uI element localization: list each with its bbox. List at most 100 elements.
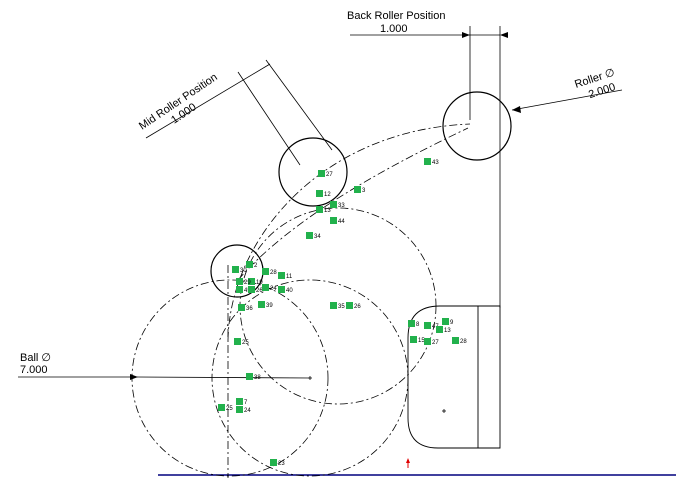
relation-marker-icon[interactable] <box>270 459 277 466</box>
relation-marker-label: 36 <box>246 306 253 312</box>
relation-marker-label: 34 <box>314 234 321 240</box>
relation-marker-label: 27 <box>432 340 439 346</box>
relation-marker-label: 2 <box>254 263 258 269</box>
relation-marker-icon[interactable] <box>246 373 253 380</box>
relation-marker-icon[interactable] <box>236 278 243 285</box>
relation-marker[interactable]: 7 <box>236 398 248 406</box>
relation-marker[interactable]: 38 <box>246 373 261 381</box>
relation-marker-label: 26 <box>354 304 361 310</box>
relation-marker[interactable]: 13 <box>316 206 331 214</box>
relation-marker-icon[interactable] <box>236 398 243 405</box>
relation-marker-label: 15 <box>418 338 425 344</box>
relation-marker-label: 12 <box>324 192 331 198</box>
relation-marker-icon[interactable] <box>316 190 323 197</box>
relation-marker[interactable]: 25 <box>234 338 249 346</box>
relation-marker-label: 13 <box>444 328 451 334</box>
roller-path-arc-inner[interactable] <box>237 127 469 281</box>
relation-marker[interactable]: 2 <box>246 261 258 269</box>
relation-marker[interactable]: 8 <box>408 320 420 328</box>
back-roller[interactable] <box>442 91 512 161</box>
relation-marker-icon[interactable] <box>436 326 443 333</box>
relation-marker[interactable]: 26 <box>248 286 263 294</box>
relation-marker[interactable]: 26 <box>346 302 361 310</box>
relation-marker-icon[interactable] <box>330 201 337 208</box>
relation-marker-icon[interactable] <box>248 278 255 285</box>
relation-marker[interactable]: 39 <box>258 301 273 309</box>
relation-marker-icon[interactable] <box>318 170 325 177</box>
relation-marker[interactable]: 35 <box>330 302 345 310</box>
relation-marker-icon[interactable] <box>236 406 243 413</box>
relation-marker-icon[interactable] <box>424 158 431 165</box>
relation-marker[interactable]: 11 <box>278 272 293 280</box>
relation-marker[interactable]: 25 <box>218 404 233 412</box>
relation-marker[interactable]: 24 <box>262 284 277 292</box>
relation-marker-icon[interactable] <box>424 338 431 345</box>
relation-marker-icon[interactable] <box>258 301 265 308</box>
relation-marker[interactable]: 29 <box>236 278 251 286</box>
back-roller-dim-label[interactable]: Back Roller Position <box>347 10 445 22</box>
relation-marker[interactable]: 30 <box>232 266 247 274</box>
relation-marker-label: 45 <box>244 288 251 294</box>
relation-marker[interactable]: 23 <box>270 459 285 467</box>
relation-marker-label: 27 <box>326 172 333 178</box>
relation-marker-label: 30 <box>240 268 247 274</box>
relation-marker-icon[interactable] <box>232 266 239 273</box>
relation-marker[interactable]: 43 <box>424 158 439 166</box>
relation-marker[interactable]: 19 <box>248 278 263 286</box>
bracket-outline[interactable] <box>407 305 501 449</box>
relation-marker[interactable]: 27 <box>318 170 333 178</box>
relation-marker-icon[interactable] <box>346 302 353 309</box>
roller-path-arc[interactable] <box>227 123 471 341</box>
relation-marker[interactable]: 27 <box>424 338 439 346</box>
relation-marker-label: 33 <box>338 203 345 209</box>
relation-marker-label: 47 <box>432 324 439 330</box>
relation-marker-icon[interactable] <box>278 286 285 293</box>
back-roller-dim-value[interactable]: 1.000 <box>380 23 408 35</box>
red-marker-icon <box>406 458 410 468</box>
relation-marker-icon[interactable] <box>246 261 253 268</box>
relation-marker-icon[interactable] <box>278 272 285 279</box>
ball-dia-dim-value[interactable]: 7.000 <box>20 364 48 376</box>
relation-marker-icon[interactable] <box>354 186 361 193</box>
relation-marker-icon[interactable] <box>236 286 243 293</box>
relation-marker-icon[interactable] <box>262 268 269 275</box>
relation-marker[interactable]: 34 <box>306 232 321 240</box>
relation-marker[interactable]: 15 <box>410 336 425 344</box>
relation-marker-icon[interactable] <box>218 404 225 411</box>
relation-marker-icon[interactable] <box>234 338 241 345</box>
relation-marker[interactable]: 33 <box>330 201 345 209</box>
ball-dia-dim-label[interactable]: Ball ∅ <box>20 352 51 364</box>
relation-marker-icon[interactable] <box>410 336 417 343</box>
relation-marker[interactable]: 36 <box>238 304 253 312</box>
relation-marker[interactable]: 44 <box>330 217 345 225</box>
relation-marker-icon[interactable] <box>330 302 337 309</box>
relation-marker[interactable]: 12 <box>316 190 331 198</box>
relation-marker-icon[interactable] <box>408 320 415 327</box>
relation-marker-icon[interactable] <box>452 337 459 344</box>
relation-marker-icon[interactable] <box>262 284 269 291</box>
relation-marker-icon[interactable] <box>306 232 313 239</box>
relation-marker-label: 7 <box>244 400 248 406</box>
relation-marker-icon[interactable] <box>424 322 431 329</box>
relation-marker[interactable]: 9 <box>442 318 454 326</box>
relation-marker-label: 39 <box>266 303 273 309</box>
relation-marker-label: 19 <box>256 280 263 286</box>
relation-marker-icon[interactable] <box>238 304 245 311</box>
relation-marker-label: 9 <box>450 320 454 326</box>
mid-roller[interactable] <box>278 137 348 207</box>
relation-marker[interactable]: 13 <box>436 326 451 334</box>
relation-marker-icon[interactable] <box>316 206 323 213</box>
relation-marker-icon[interactable] <box>330 217 337 224</box>
relation-marker-icon[interactable] <box>442 318 449 325</box>
relation-marker[interactable]: 45 <box>236 286 251 294</box>
relation-marker[interactable]: 28 <box>452 337 467 345</box>
relation-marker-label: 8 <box>416 322 420 328</box>
relation-marker[interactable]: 47 <box>424 322 439 330</box>
relation-marker-icon[interactable] <box>248 286 255 293</box>
relation-marker[interactable]: 24 <box>236 406 251 414</box>
relation-marker[interactable]: 3 <box>354 186 366 194</box>
relation-marker[interactable]: 28 <box>262 268 277 276</box>
relation-marker[interactable]: 40 <box>278 286 293 294</box>
